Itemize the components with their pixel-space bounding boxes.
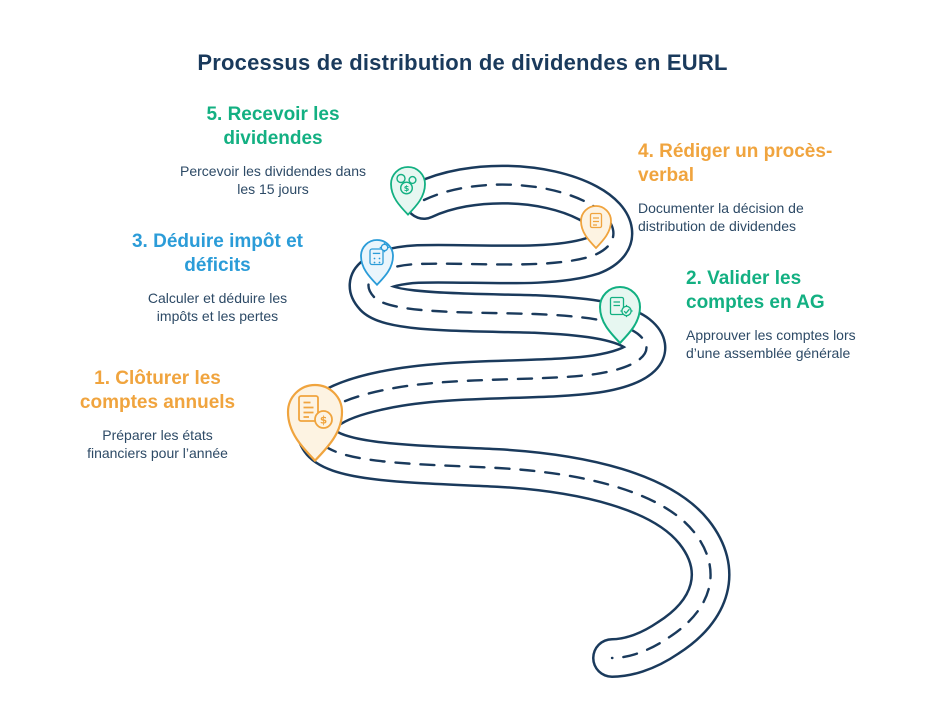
step-4-block: 4. Rédiger un procès-verbal Documenter l… <box>638 140 858 235</box>
dollar-glyph: $ <box>320 415 327 427</box>
step-3-block: 3. Déduire impôt et déficits Calculer et… <box>115 230 320 325</box>
step-2-heading: 2. Valider les comptes en AG <box>686 268 825 313</box>
invoice-dollar-icon: $ <box>298 395 333 429</box>
check-icon <box>623 308 630 315</box>
gear-icon <box>380 243 389 252</box>
pin-step-2 <box>598 286 642 345</box>
step-1-description: Préparer les états financiers pour l’ann… <box>87 426 228 461</box>
coins-icon: $ <box>396 173 417 195</box>
page-title: Processus de distribution de dividendes … <box>197 50 728 75</box>
step-1-heading: 1. Clôturer les comptes annuels <box>79 368 236 413</box>
gear-icon <box>621 305 632 317</box>
step-4-heading: 4. Rédiger un procès-verbal <box>638 141 833 186</box>
step-2-block: 2. Valider les comptes en AG Approuver l… <box>686 267 866 362</box>
pin-step-1: $ <box>286 383 344 463</box>
calculator-gear-icon <box>369 242 390 266</box>
step-3-description: Calculer et déduire les impôts et les pe… <box>147 289 288 324</box>
step-5-description: Percevoir les dividendes dans les 15 jou… <box>180 162 366 197</box>
document-lines-icon <box>589 212 603 229</box>
step-2-description: Approuver les comptes lors d’une assembl… <box>686 326 856 361</box>
step-3-heading: 3. Déduire impôt et déficits <box>131 231 304 276</box>
step-4-description: Documenter la décision de distribution d… <box>638 199 804 234</box>
coin-icon <box>314 410 333 429</box>
step-5-block: 5. Recevoir les dividendes Percevoir les… <box>178 103 368 198</box>
dollar-glyph: $ <box>404 184 410 193</box>
pin-step-4 <box>580 205 612 250</box>
pin-step-3 <box>360 239 394 287</box>
document-gear-check-icon <box>609 296 633 318</box>
step-1-block: 1. Clôturer les comptes annuels Préparer… <box>60 367 255 462</box>
step-5-heading: 5. Recevoir les dividendes <box>206 104 340 149</box>
pin-step-5: $ <box>390 166 426 216</box>
